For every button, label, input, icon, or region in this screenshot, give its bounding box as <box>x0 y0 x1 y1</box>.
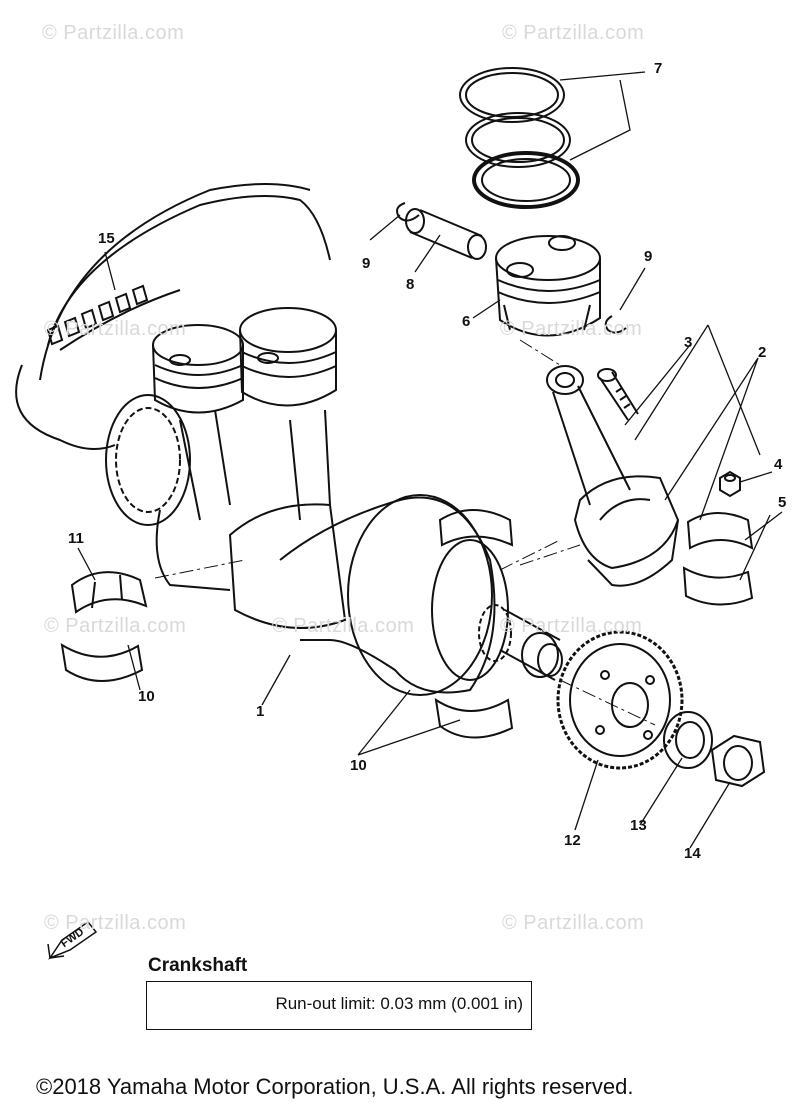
alignment-lines <box>154 339 656 726</box>
watermark: © Partzilla.com <box>272 615 415 637</box>
crankshaft <box>155 494 563 696</box>
callout-14: 14 <box>684 845 701 862</box>
watermark: © Partzilla.com <box>502 22 645 44</box>
bearing-shells-5 <box>682 511 754 606</box>
washer <box>663 711 713 769</box>
circlip-right <box>604 315 627 334</box>
primary-gear <box>556 630 684 770</box>
spec-box: Run-out limit: 0.03 mm (0.001 in) <box>146 981 532 1030</box>
conrod-bolt <box>597 368 639 421</box>
watermark: © Partzilla.com <box>502 912 645 934</box>
callout-13: 13 <box>630 817 647 834</box>
callout-15: 15 <box>98 230 115 247</box>
callout-6: 6 <box>462 313 471 330</box>
conrod-nut <box>719 470 741 498</box>
callout-1: 1 <box>256 703 265 720</box>
fwd-arrow <box>47 920 98 960</box>
callout-10-left: 10 <box>138 688 155 705</box>
piston <box>495 235 601 337</box>
copyright-notice: ©2018 Yamaha Motor Corporation, U.S.A. A… <box>36 1074 634 1099</box>
piston-pin <box>405 208 487 260</box>
cam-chain <box>39 183 331 381</box>
callout-9-right: 9 <box>644 248 653 265</box>
callout-2: 2 <box>758 344 767 361</box>
callout-5: 5 <box>778 494 787 511</box>
piston-rings <box>459 67 580 209</box>
installed-pistons <box>152 307 337 521</box>
leader-lines <box>77 71 783 849</box>
callout-12: 12 <box>564 832 581 849</box>
callout-4: 4 <box>774 456 783 473</box>
callout-8: 8 <box>406 276 415 293</box>
callout-3: 3 <box>684 334 693 351</box>
circlip-left <box>396 202 420 222</box>
section-title: Crankshaft <box>148 955 248 976</box>
runout-spec: Run-out limit: 0.03 mm (0.001 in) <box>275 994 523 1013</box>
watermark: © Partzilla.com <box>42 22 185 44</box>
main-bearings-left <box>60 571 148 682</box>
gear-nut <box>710 734 766 788</box>
watermark: © Partzilla.com <box>44 912 187 934</box>
main-bearings-center <box>434 509 514 739</box>
watermark: © Partzilla.com <box>500 318 643 340</box>
callout-7: 7 <box>654 60 663 77</box>
callout-10-center: 10 <box>350 757 367 774</box>
callout-11: 11 <box>68 530 84 547</box>
watermark: © Partzilla.com <box>44 615 187 637</box>
cam-sprocket <box>15 364 191 526</box>
watermark: © Partzilla.com <box>44 318 187 340</box>
callout-9-left: 9 <box>362 255 371 272</box>
connecting-rod <box>546 365 680 587</box>
watermark: © Partzilla.com <box>500 615 643 637</box>
